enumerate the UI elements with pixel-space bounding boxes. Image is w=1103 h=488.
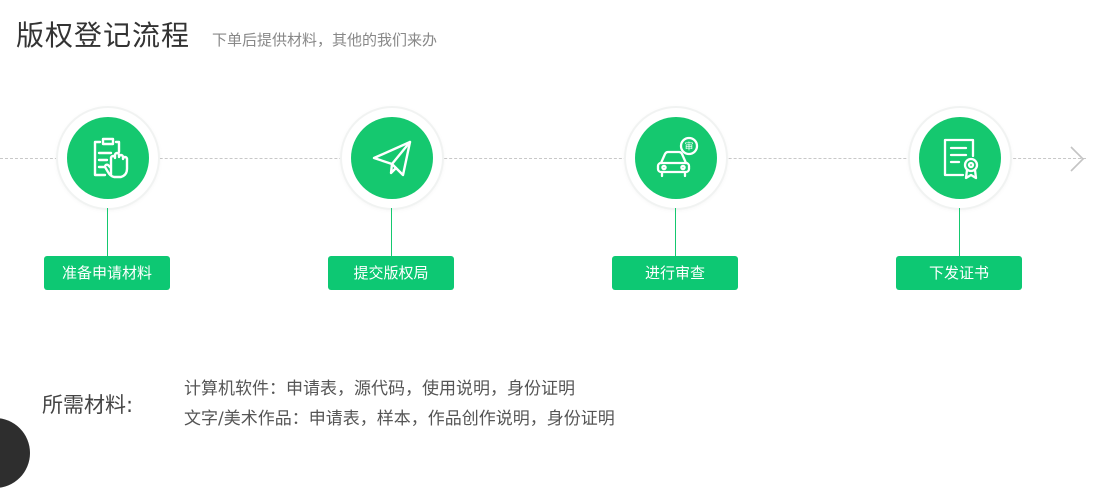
clipboard-hand-icon — [93, 137, 129, 179]
materials-line-software: 计算机软件：申请表，源代码，使用说明，身份证明 — [184, 379, 575, 399]
certificate-icon — [943, 138, 979, 180]
step-label: 进行审查 — [612, 256, 738, 290]
car-review-icon: 审 — [656, 136, 699, 178]
step-connector — [959, 208, 960, 256]
page-subtitle: 下单后提供材料，其他的我们来办 — [212, 31, 438, 49]
process-step-certificate: 下发证书 — [896, 108, 1026, 298]
page-header: 版权登记流程 下单后提供材料，其他的我们来办 — [16, 14, 437, 54]
step-label: 提交版权局 — [328, 256, 454, 290]
step-connector — [675, 208, 676, 256]
step-label: 准备申请材料 — [44, 256, 170, 290]
page-title: 版权登记流程 — [16, 19, 191, 52]
step-icon-circle — [351, 117, 433, 199]
paper-plane-icon — [372, 140, 412, 177]
process-step-review: 审 进行审查 — [612, 108, 742, 298]
process-timeline-line — [0, 158, 1086, 159]
step-icon-circle — [67, 117, 149, 199]
materials-line-art: 文字/美术作品：申请表，样本，作品创作说明，身份证明 — [184, 409, 615, 429]
step-icon-circle: 审 — [635, 117, 717, 199]
step-connector — [107, 208, 108, 256]
process-step-prepare: 准备申请材料 — [44, 108, 174, 298]
step-connector — [391, 208, 392, 256]
timeline-arrow-icon — [1070, 146, 1085, 172]
corner-decoration — [0, 418, 30, 488]
materials-label: 所需材料: — [42, 393, 134, 417]
review-badge-text: 审 — [684, 141, 693, 153]
step-icon-circle — [919, 117, 1001, 199]
step-label: 下发证书 — [896, 256, 1022, 290]
process-step-submit: 提交版权局 — [328, 108, 458, 298]
